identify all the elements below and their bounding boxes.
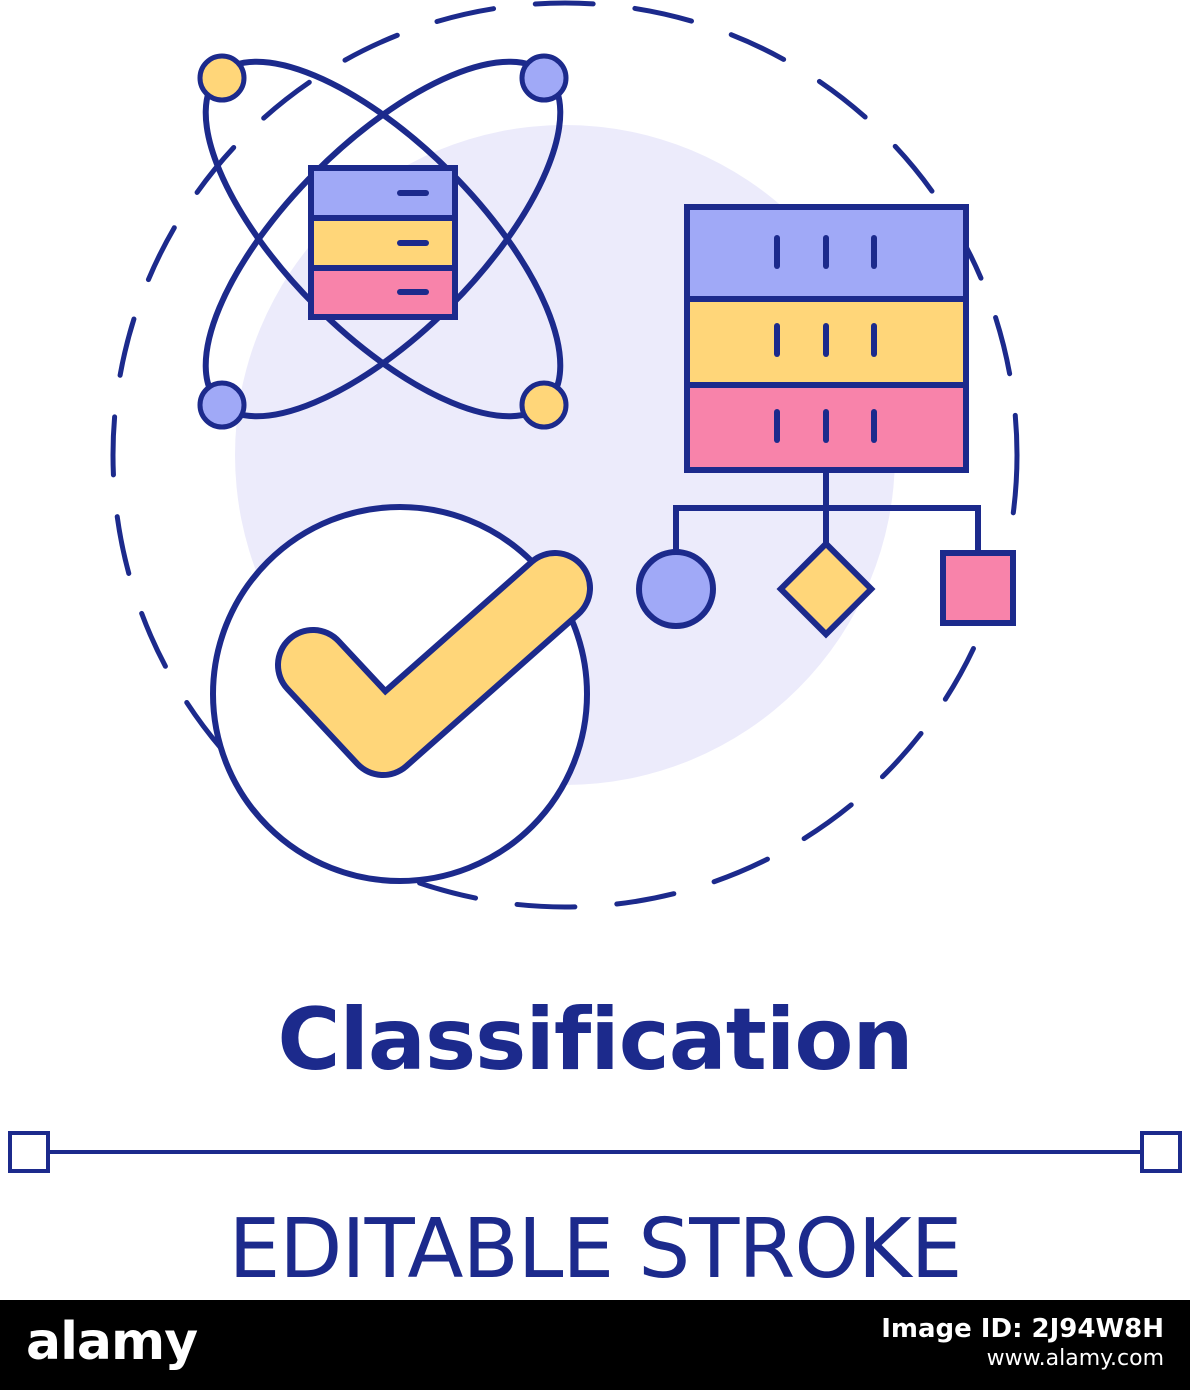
- server-rack-icon: [684, 204, 969, 473]
- checkmark-circle-icon: [210, 504, 593, 884]
- atom-node-top-right: [519, 53, 569, 103]
- atom-icon: [197, 53, 569, 430]
- small-server-rack-icon: [308, 165, 458, 320]
- editable-stroke-rule: [8, 1131, 1182, 1173]
- rule-handle-left: [8, 1131, 50, 1173]
- classification-illustration: [8, 0, 1182, 1173]
- atom-node-top-left: [197, 53, 247, 103]
- atom-node-bottom-right: [519, 380, 569, 430]
- image-id-code: Image ID: 2J94W8H: [881, 1314, 1164, 1344]
- alamy-logo: alamy: [26, 1312, 198, 1372]
- image-id-block: Image ID: 2J94W8H www.alamy.com: [881, 1314, 1164, 1374]
- atom-node-bottom-left: [197, 380, 247, 430]
- rule-handle-right: [1140, 1131, 1182, 1173]
- page-title: Classification: [277, 990, 913, 1090]
- watermark-footer: alamy Image ID: 2J94W8H www.alamy.com: [0, 1300, 1190, 1390]
- hierarchy-diamond-node: [776, 539, 876, 639]
- site-url: www.alamy.com: [986, 1346, 1164, 1371]
- dashed-outer-ring: [110, 0, 1020, 910]
- hierarchy-square-node: [940, 550, 1016, 626]
- hierarchy-icon: [636, 470, 1016, 639]
- subtitle-label: EDITABLE STROKE: [228, 1202, 962, 1297]
- hierarchy-circle-node: [636, 549, 716, 629]
